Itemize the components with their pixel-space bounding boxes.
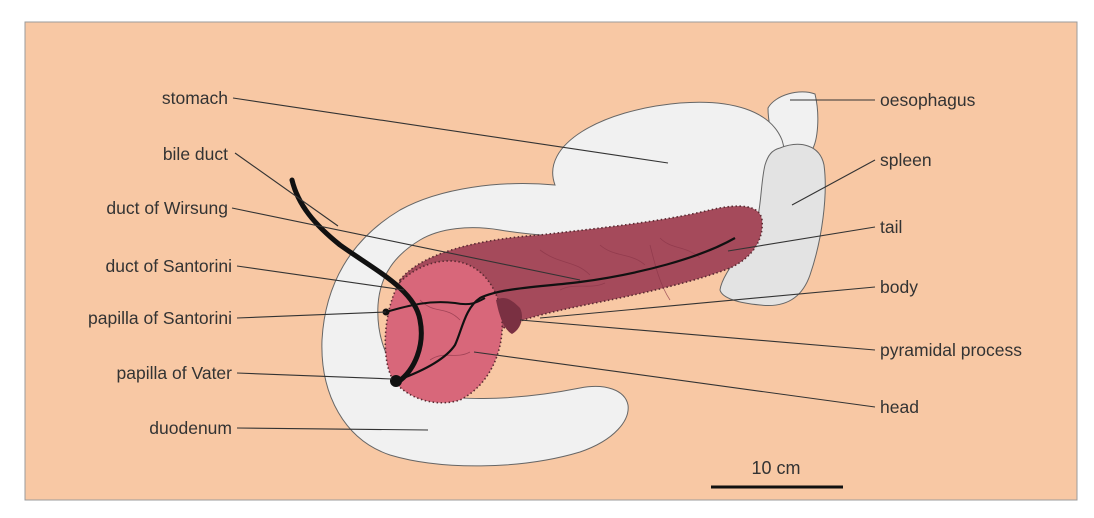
label-pyramidal-process: pyramidal process — [880, 340, 1022, 360]
label-stomach: stomach — [162, 88, 228, 108]
label-duodenum: duodenum — [149, 418, 232, 438]
label-duct-of-wirsung: duct of Wirsung — [106, 198, 228, 218]
label-tail: tail — [880, 217, 902, 237]
label-head: head — [880, 397, 919, 417]
label-duct-of-santorini: duct of Santorini — [106, 256, 232, 276]
label-papilla-of-santorini: papilla of Santorini — [88, 308, 232, 328]
label-papilla-of-vater: papilla of Vater — [117, 363, 233, 383]
papilla-vater-dot — [390, 375, 402, 387]
label-oesophagus: oesophagus — [880, 90, 976, 110]
scale-bar-label: 10 cm — [751, 458, 800, 478]
label-spleen: spleen — [880, 150, 932, 170]
label-bile-duct: bile duct — [163, 144, 228, 164]
label-body: body — [880, 277, 918, 297]
